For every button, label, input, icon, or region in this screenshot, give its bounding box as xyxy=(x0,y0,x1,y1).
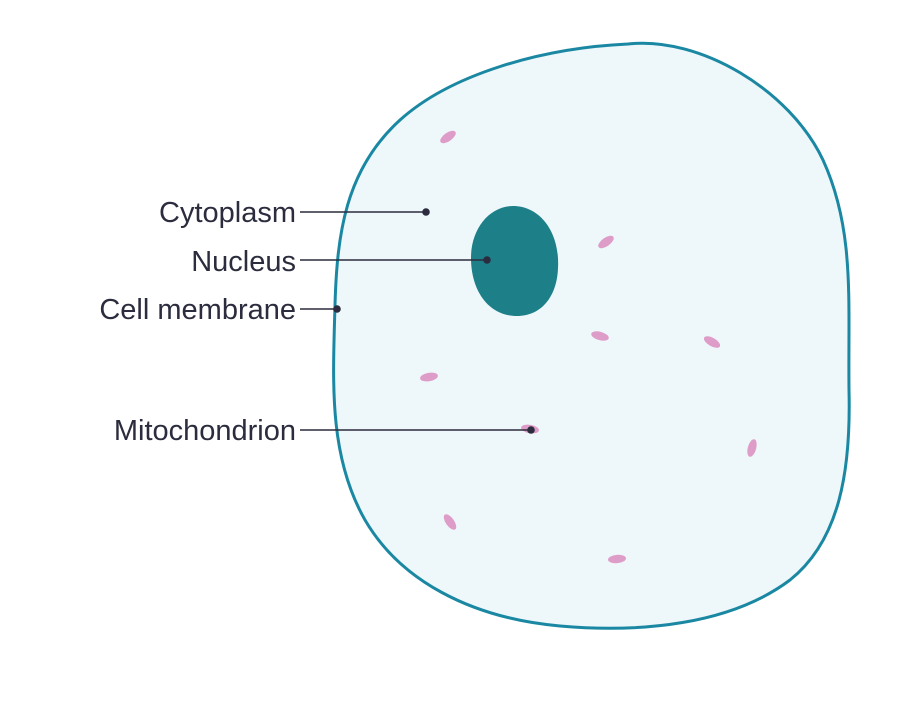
cell-membrane-leader-dot xyxy=(333,305,341,313)
mitochondrion xyxy=(591,331,609,341)
nucleus-leader-dot xyxy=(483,256,491,264)
mitochondrion xyxy=(703,336,721,348)
cell-membrane-outline xyxy=(332,41,851,630)
cell-membrane-label: Cell membrane xyxy=(99,294,296,326)
mitochondrion xyxy=(440,130,456,144)
cytoplasm-label: Cytoplasm xyxy=(159,197,296,229)
mitochondrion xyxy=(598,235,614,249)
cytoplasm-leader-dot xyxy=(422,208,430,216)
leader-lines xyxy=(300,208,535,434)
nucleus xyxy=(471,206,559,316)
mitochondrion xyxy=(420,372,438,382)
mitochondrion-leader-dot xyxy=(527,426,535,434)
nucleus-label: Nucleus xyxy=(191,246,296,278)
labels: Cytoplasm Nucleus Cell membrane Mitochon… xyxy=(99,197,296,447)
mitochondria-group xyxy=(420,130,757,564)
mitochondrion xyxy=(443,514,457,530)
mitochondrion xyxy=(608,554,626,564)
mitochondrion-label: Mitochondrion xyxy=(114,415,296,447)
mitochondrion xyxy=(747,439,757,457)
